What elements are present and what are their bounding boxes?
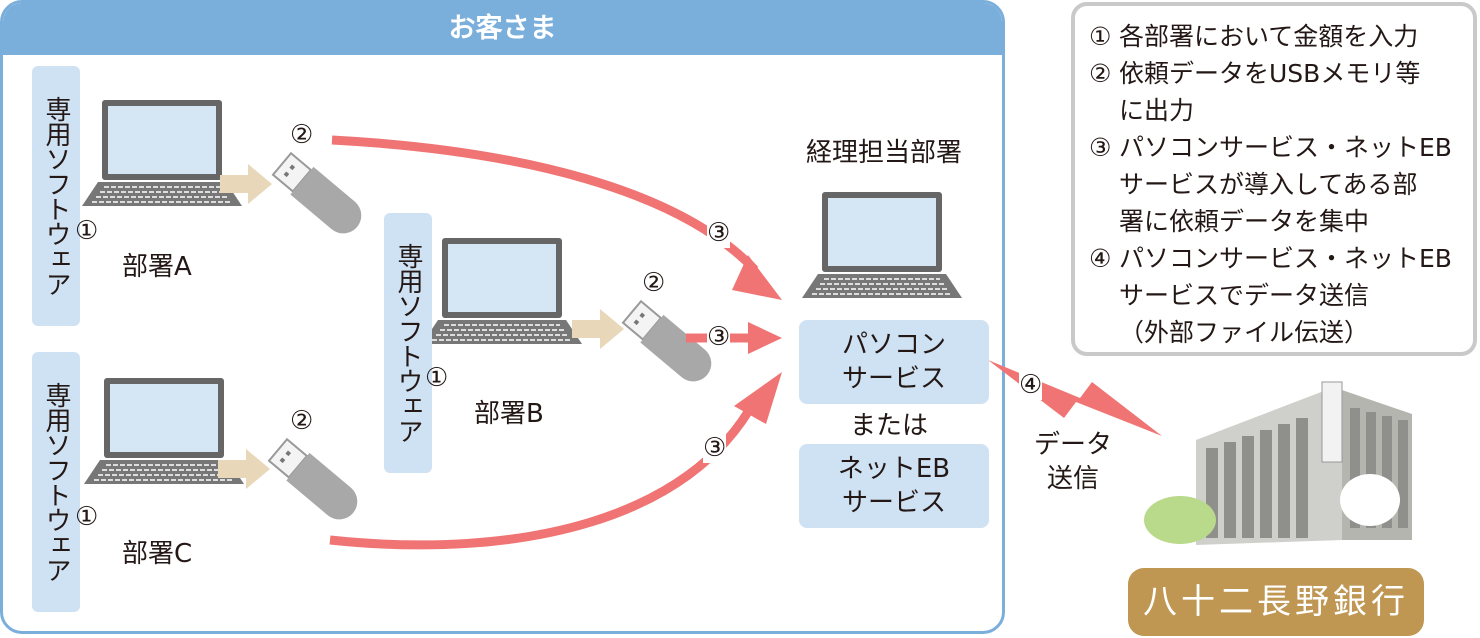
step3-c: ③ <box>703 433 727 463</box>
accounting-title: 経理担当部署 <box>806 138 963 168</box>
laptop-icon-accounting <box>801 191 963 299</box>
output-arrow-a <box>220 164 272 204</box>
step1-b: ① <box>425 363 449 393</box>
transmission-label: データ 送信 <box>1034 428 1112 496</box>
step1-a: ① <box>75 216 99 246</box>
step3-b: ③ <box>707 322 731 352</box>
step2-c: ② <box>290 406 314 436</box>
bank-label: 八十二長野銀行 <box>1128 568 1424 636</box>
or-label: または <box>850 411 929 441</box>
laptop-icon-dept-b <box>421 237 583 345</box>
laptop-icon-dept-a <box>81 99 243 207</box>
output-arrow-c <box>218 449 270 489</box>
pc-service-line2: サービス <box>841 364 946 394</box>
step4: ④ <box>1019 370 1043 400</box>
transmission-label-line2: 送信 <box>1047 464 1100 494</box>
software-box-b: 専用ソフトウェア <box>384 213 432 473</box>
dept-b-label: 部署B <box>474 399 544 429</box>
transmission-bolt <box>988 360 1162 436</box>
software-box-c: 専用ソフトウェア <box>32 352 80 612</box>
dept-c-label: 部署C <box>122 539 193 569</box>
software-box-a: 専用ソフトウェア <box>32 66 80 326</box>
net-eb-line2: サービス <box>841 488 946 518</box>
step2-a: ② <box>290 120 314 150</box>
transmission-label-line1: データ <box>1034 430 1113 460</box>
usb-icon-c <box>265 435 366 528</box>
dept-a-label: 部署A <box>122 252 192 282</box>
net-eb-line1: ネットEB <box>837 454 951 484</box>
customer-panel: お客さま <box>0 0 1005 634</box>
step1-c: ① <box>75 502 99 532</box>
customer-header: お客さま <box>3 3 1002 55</box>
usb-icon-a <box>269 149 370 242</box>
usb-icon-b <box>619 297 720 390</box>
step3-a: ③ <box>707 218 731 248</box>
net-eb-service-box: ネットEB サービス <box>799 444 989 528</box>
step2-b: ② <box>642 268 666 298</box>
bank-building-icon <box>1144 381 1412 545</box>
pc-service-box: パソコン サービス <box>799 320 989 404</box>
pc-service-line1: パソコン <box>841 330 946 360</box>
output-arrow-b <box>572 309 624 349</box>
